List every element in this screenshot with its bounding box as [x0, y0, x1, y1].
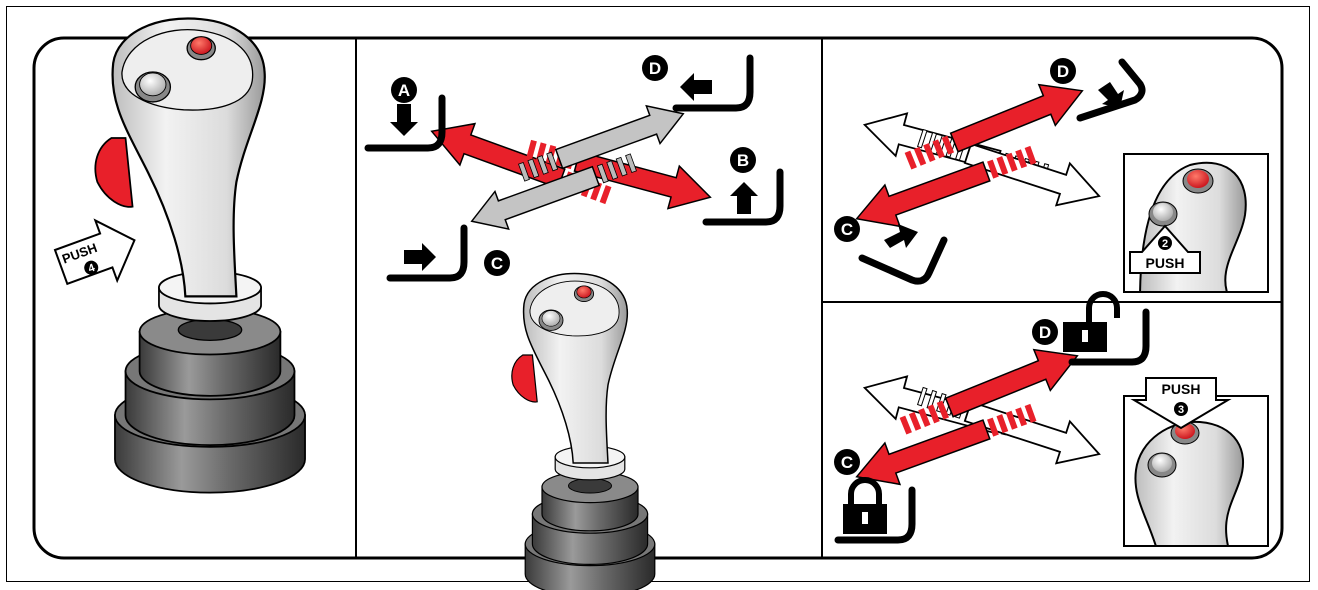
tr-push-step: 2: [1162, 238, 1168, 250]
br-push-label: PUSH: [1162, 381, 1201, 397]
label-b: B: [737, 151, 749, 170]
tr-label-c: C: [841, 220, 853, 239]
tr-push-label: PUSH: [1146, 255, 1185, 271]
br-label-d: D: [1039, 323, 1051, 342]
br-label-c: C: [841, 453, 853, 472]
label-d: D: [649, 59, 661, 78]
inset-push-2: 2 PUSH: [1124, 154, 1268, 300]
br-push-step: 3: [1178, 404, 1184, 416]
inset-push-3: PUSH 3: [1124, 378, 1268, 560]
label-c: C: [491, 254, 503, 273]
label-a: A: [398, 81, 410, 100]
tr-label-d: D: [1057, 62, 1069, 81]
